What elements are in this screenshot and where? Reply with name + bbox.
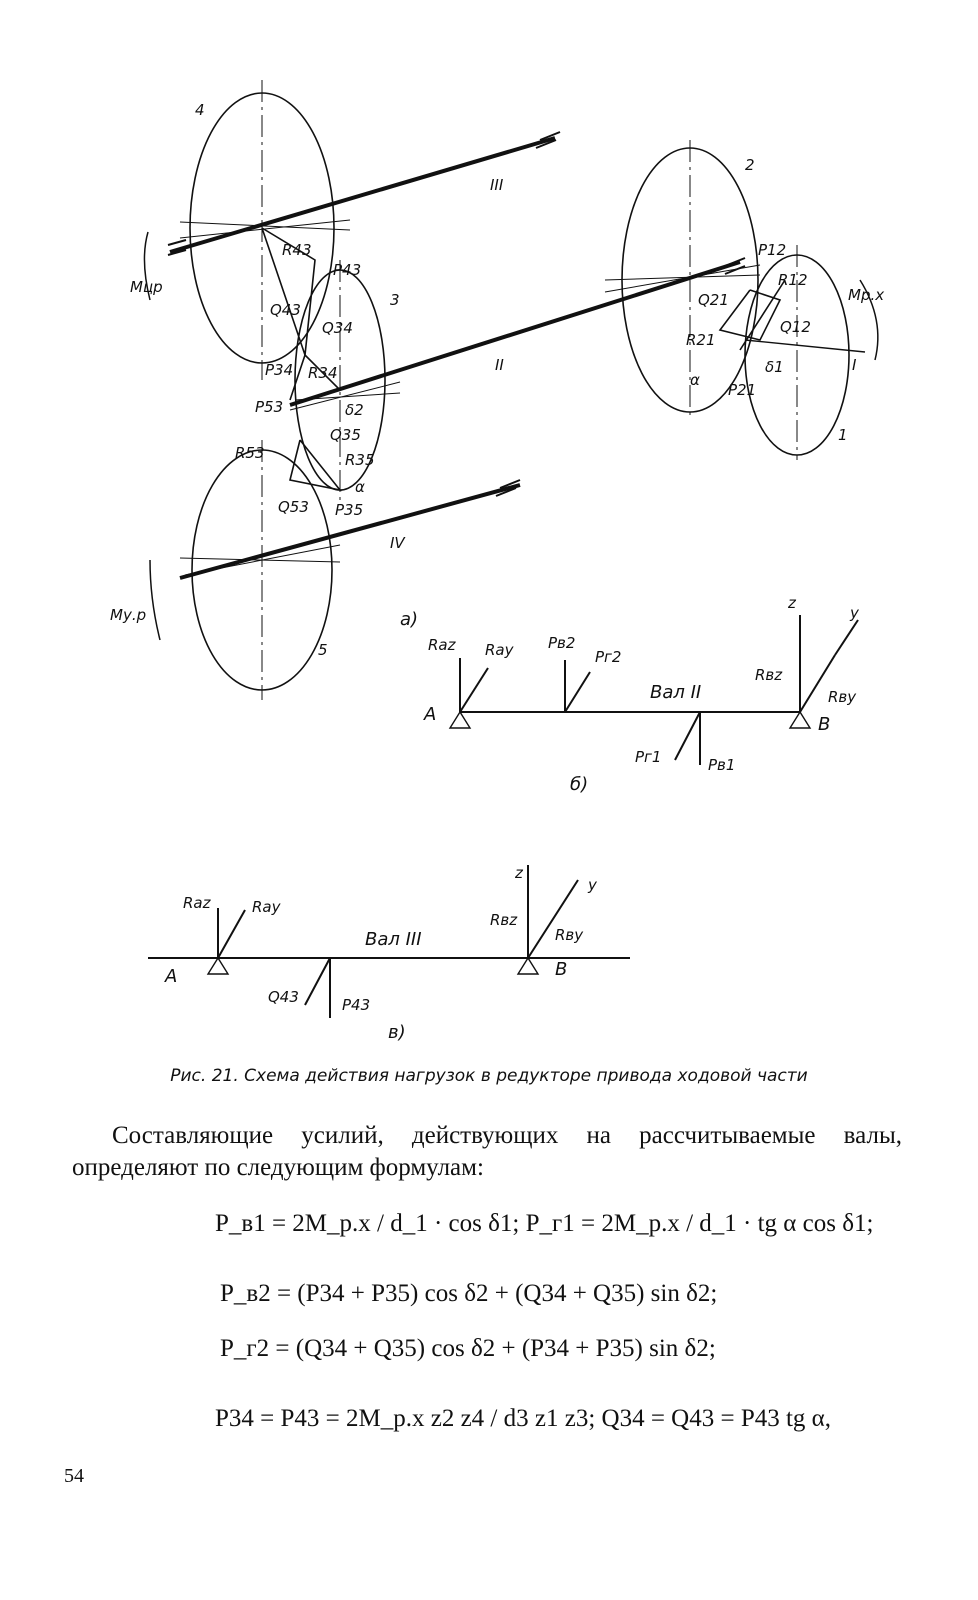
- shaft-III-label: III: [490, 176, 504, 194]
- paragraph-text: Составляющие усилий, действующих на расс…: [72, 1122, 902, 1181]
- gear-4-label: 4: [195, 101, 205, 119]
- shaft-IV-label: IV: [390, 534, 406, 552]
- figure-caption: Рис. 21. Схема действия нагрузок в редук…: [170, 1066, 808, 1086]
- force-R43: R43: [282, 241, 312, 259]
- force-R35: R35: [345, 451, 375, 469]
- beam-c-Ray: Ray: [252, 898, 282, 916]
- shaft-I-label: I: [852, 356, 857, 374]
- beam-b-Pg2: Pг2: [595, 648, 621, 666]
- force-Q34: Q34: [322, 319, 353, 337]
- beam-b-B: B: [818, 714, 830, 735]
- beam-b-axis-y: y: [849, 604, 860, 622]
- gear-5-label: 5: [318, 641, 328, 659]
- formula-4: P34 = P43 = 2M_р.х z2 z4 / d3 z1 z3; Q34…: [215, 1405, 832, 1432]
- beam-c-Q43: Q43: [268, 988, 299, 1006]
- force-Q53: Q53: [278, 498, 309, 516]
- beam-c-Rvy: Rвy: [555, 926, 584, 944]
- force-P53: P53: [255, 398, 283, 416]
- moment-top-label: Mцр: [130, 278, 163, 296]
- beam-c-shaft: Вал III: [365, 929, 422, 950]
- gear-2-label: 2: [745, 156, 755, 174]
- force-P43: P43: [333, 261, 361, 279]
- force-alpha-b: α: [690, 371, 700, 389]
- figure-21: 4 2 3 1 5 III II IV I Mцр Mу.р Mр.х R43 …: [110, 80, 884, 1043]
- force-P35: P35: [335, 501, 363, 519]
- force-alpha-a: α: [355, 478, 365, 496]
- force-Q21: Q21: [698, 291, 729, 309]
- beam-b-Pg1: Pг1: [635, 748, 661, 766]
- beam-b-axis-z: z: [787, 594, 797, 612]
- beam-c-axis-z: z: [514, 864, 524, 882]
- moment-drive-label: Mр.х: [848, 286, 884, 304]
- formula-2: P_в2 = (P34 + P35) cos δ2 + (Q34 + Q35) …: [220, 1280, 718, 1307]
- beam-c-A: A: [164, 966, 177, 987]
- beam-b-Pv2: Pв2: [548, 634, 575, 652]
- beam-c-Raz: Raz: [183, 894, 212, 912]
- beam-c-B: B: [555, 959, 567, 980]
- page-number: 54: [64, 1465, 84, 1487]
- force-P12: P12: [758, 241, 786, 259]
- force-P21: P21: [728, 381, 756, 399]
- force-Q35: Q35: [330, 426, 361, 444]
- formula-3: P_г2 = (Q34 + Q35) cos δ2 + (P34 + P35) …: [220, 1335, 716, 1362]
- beam-c-Rvz: Rвz: [490, 911, 518, 929]
- force-delta1: δ1: [765, 358, 784, 376]
- subfig-c-label: в): [388, 1022, 406, 1043]
- beam-b-Rvz: Rвz: [755, 666, 783, 684]
- force-R34: R34: [308, 364, 338, 382]
- formula-1: P_в1 = 2M_р.х / d_1 · cos δ1; P_г1 = 2M_…: [215, 1210, 874, 1237]
- force-R12: R12: [778, 271, 808, 289]
- force-Q43: Q43: [270, 301, 301, 319]
- beam-c-P43: P43: [342, 996, 370, 1014]
- force-Q12: Q12: [780, 318, 811, 336]
- force-R53: R53: [235, 444, 265, 462]
- force-delta2: δ2: [345, 401, 364, 419]
- force-P34: P34: [265, 361, 293, 379]
- beam-c-axis-y: y: [587, 876, 598, 894]
- force-R21: R21: [686, 331, 716, 349]
- moment-bottom-label: Mу.р: [110, 606, 146, 624]
- beam-b-Raz: Raz: [428, 636, 457, 654]
- beam-b-shaft: Вал II: [650, 682, 701, 703]
- beam-b-Ray: Ray: [485, 641, 515, 659]
- subfig-a-label: а): [400, 609, 418, 630]
- gear-3-label: 3: [390, 291, 400, 309]
- shaft-II-label: II: [495, 356, 504, 374]
- gear-1-label: 1: [838, 426, 848, 444]
- body-paragraph: Составляющие усилий, действующих на расс…: [72, 1120, 902, 1184]
- beam-b-Pv1: Pв1: [708, 756, 735, 774]
- beam-b-Rvy: Rвy: [828, 688, 857, 706]
- subfig-b-label: б): [570, 774, 588, 795]
- beam-b-A: A: [423, 704, 436, 725]
